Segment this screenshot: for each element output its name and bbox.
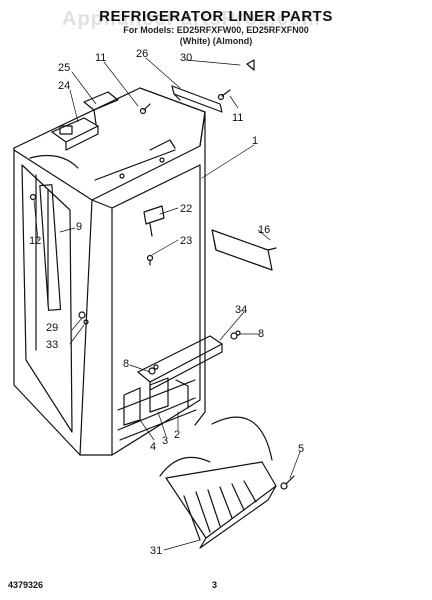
- cover-bracket: [211, 229, 277, 271]
- callout-16: 16: [258, 224, 270, 236]
- watermark: AppliancePartsPros.com: [62, 8, 321, 30]
- callout-12: 12: [29, 235, 41, 247]
- page-number: 3: [212, 580, 218, 590]
- callout-25: 25: [58, 62, 70, 74]
- crisper-tray: [159, 416, 277, 549]
- crossbar-bracket: [137, 335, 223, 391]
- callout-8: 8: [258, 328, 264, 340]
- callout-34: 34: [235, 304, 247, 316]
- callout-9: 9: [76, 221, 82, 233]
- clip-bracket: [143, 205, 165, 237]
- callout-8: 8: [123, 358, 129, 370]
- leader-lines: [33, 57, 301, 551]
- callout-22: 22: [180, 203, 192, 215]
- callout-29: 29: [46, 322, 58, 334]
- screw-set: [29, 59, 295, 490]
- shelf-rail: [39, 184, 62, 311]
- refrigerator-liner: [13, 87, 206, 456]
- callout-33: 33: [46, 339, 58, 351]
- callout-2: 2: [174, 429, 180, 441]
- callout-11: 11: [95, 52, 106, 64]
- callout-4: 4: [150, 441, 156, 453]
- callout-labels: 30 26 11 25 24 11 1 22 23 16 12 9 34 8 2…: [29, 48, 304, 557]
- model-list: For Models: ED25RFXFW00, ED25RFXFN00: [123, 25, 309, 35]
- callout-30: 30: [180, 52, 192, 64]
- callout-26: 26: [136, 48, 148, 60]
- hinge-bracket: [51, 91, 119, 151]
- color-list: (White) (Almond): [179, 36, 253, 46]
- callout-11: 11: [232, 112, 243, 124]
- top-bracket: [171, 85, 223, 113]
- callout-5: 5: [298, 443, 304, 455]
- callout-1: 1: [252, 135, 258, 147]
- callout-23: 23: [180, 235, 192, 247]
- callout-3: 3: [162, 435, 168, 447]
- part-number: 4379326: [8, 580, 44, 590]
- callout-31: 31: [150, 545, 162, 557]
- page-title: REFRIGERATOR LINER PARTS: [99, 8, 333, 25]
- callout-24: 24: [58, 80, 70, 92]
